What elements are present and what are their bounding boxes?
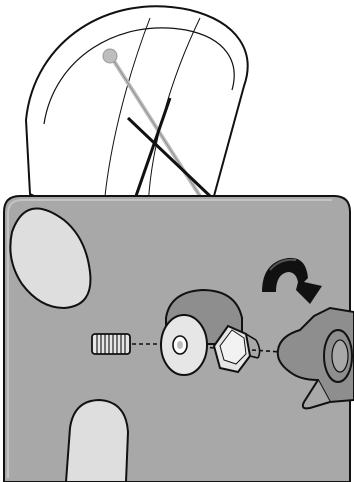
lower-slot	[66, 400, 128, 482]
washer	[161, 315, 207, 375]
dome-shade	[26, 6, 248, 213]
threaded-stud	[92, 334, 130, 354]
